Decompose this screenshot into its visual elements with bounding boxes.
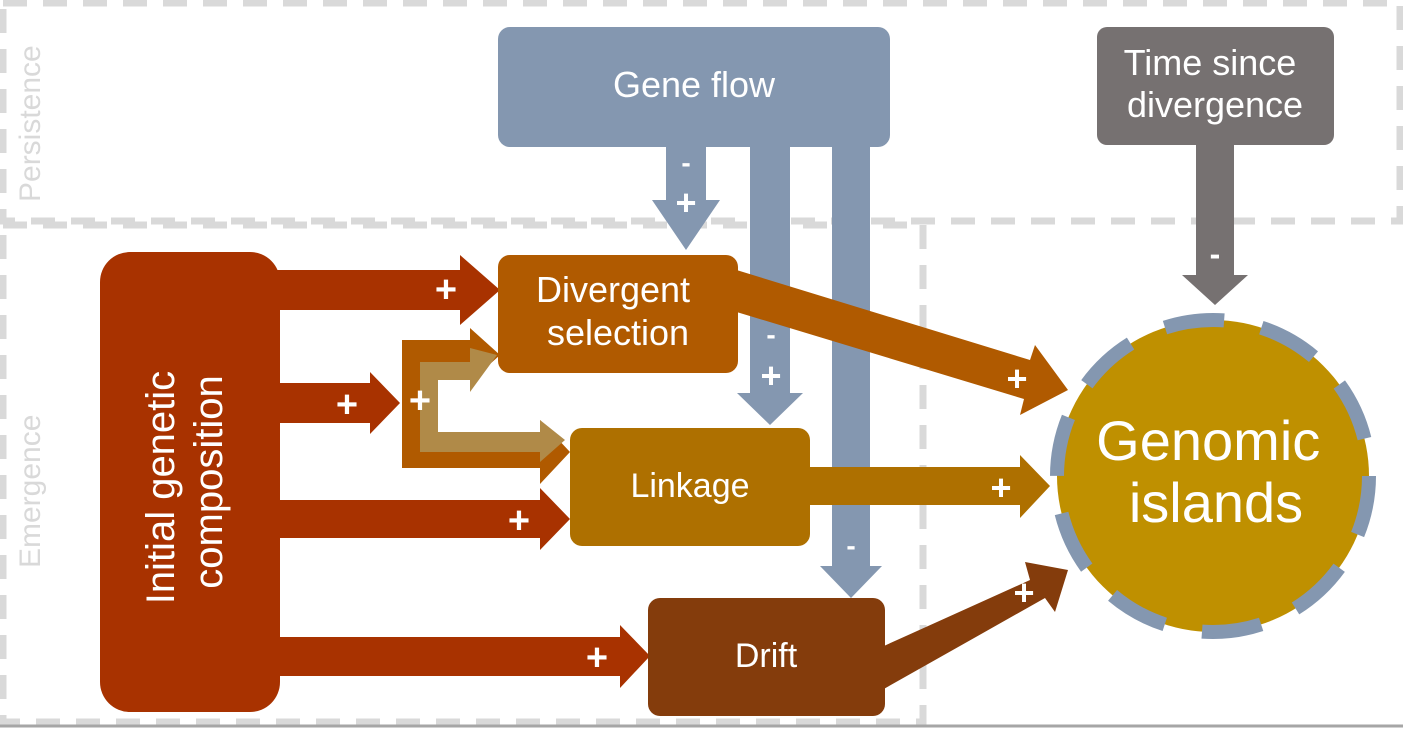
- arrow-feedback-bracket-inner: [420, 348, 565, 462]
- arrow-initial-to-drift: [270, 625, 650, 688]
- sign-initial-divergent-plus: +: [435, 269, 457, 311]
- drift-label: Drift: [735, 637, 798, 675]
- divergent-selection-label: Divergent selection: [536, 269, 700, 353]
- arrow-linkage-to-islands: [800, 455, 1050, 518]
- linkage-label: Linkage: [630, 467, 749, 505]
- time-since-divergence-label: Time since divergence: [1124, 42, 1307, 125]
- genomic-islands-node[interactable]: [1050, 313, 1376, 639]
- initial-label-line1: Initial genetic: [139, 371, 183, 604]
- time-since-divergence-node[interactable]: [1097, 27, 1334, 145]
- linkage-node[interactable]: [570, 428, 810, 546]
- gene-flow-node[interactable]: [498, 27, 890, 147]
- emergence-label: Emergence: [14, 415, 47, 568]
- arrow-initial-to-divergent: [270, 255, 500, 325]
- gene-flow-label: Gene flow: [613, 64, 776, 105]
- initial-genetic-composition-node[interactable]: [100, 252, 280, 712]
- arrow-initial-to-linkage: [270, 488, 570, 550]
- time-label-line1: Time since: [1124, 42, 1297, 83]
- divergent-label-line2: selection: [547, 312, 689, 353]
- arrow-geneflow-to-divergent: [652, 140, 720, 250]
- sign-initial-linkage-plus: +: [508, 500, 530, 542]
- genomic-islands-label: Genomic islands: [1096, 409, 1336, 534]
- initial-label-line2: composition: [187, 375, 231, 588]
- islands-label-line2: islands: [1129, 471, 1303, 534]
- sign-geneflow-linkage-minus: -: [766, 319, 775, 350]
- sign-geneflow-drift-minus: -: [846, 530, 855, 561]
- persistence-region: [0, 0, 1403, 225]
- sign-time-islands-minus: -: [1210, 236, 1221, 272]
- time-label-line2: divergence: [1127, 84, 1303, 125]
- divergent-label-line1: Divergent: [536, 269, 690, 310]
- sign-divergent-islands-plus: +: [1006, 358, 1027, 399]
- sign-geneflow-divergent-minus: -: [681, 147, 690, 178]
- persistence-label: Persistence: [14, 45, 47, 202]
- sign-initial-drift-plus: +: [586, 637, 608, 679]
- arrow-drift-to-islands: [875, 562, 1068, 690]
- arrow-time-to-islands: [1182, 145, 1248, 305]
- arrow-divergent-to-islands: [730, 268, 1068, 415]
- sign-linkage-islands-plus: +: [990, 467, 1011, 508]
- drift-node[interactable]: [648, 598, 885, 716]
- divergent-selection-node[interactable]: [498, 255, 738, 373]
- sign-geneflow-linkage-plus: +: [760, 355, 781, 396]
- initial-genetic-composition-label: Initial genetic composition: [139, 360, 231, 605]
- sign-feedback-plus: +: [409, 380, 431, 422]
- sign-geneflow-divergent-plus: +: [675, 182, 696, 223]
- sign-drift-islands-plus: +: [1013, 572, 1034, 613]
- sign-initial-feedback-plus: +: [336, 384, 358, 426]
- islands-label-line1: Genomic: [1096, 409, 1320, 472]
- arrow-initial-to-feedback: [270, 372, 400, 434]
